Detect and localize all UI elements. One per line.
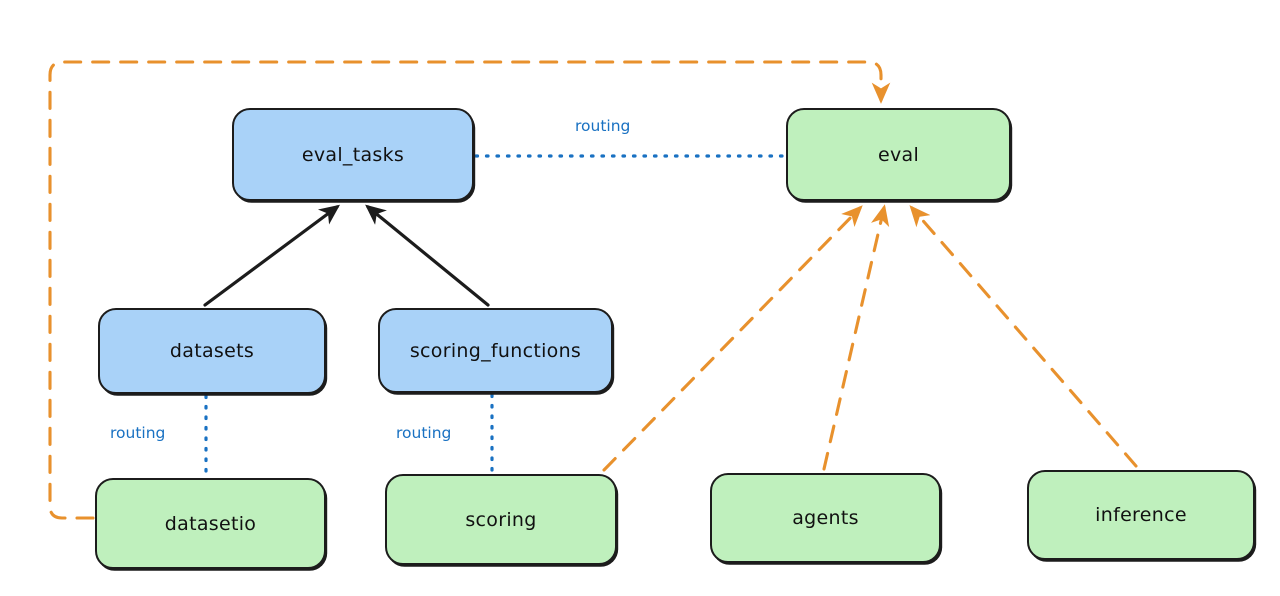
edge-scoring-to-eval: [602, 205, 863, 472]
node-datasets[interactable]: datasets: [98, 308, 326, 394]
node-scoring[interactable]: scoring: [385, 474, 617, 565]
node-label-inference: inference: [1095, 504, 1187, 526]
node-label-agents: agents: [792, 507, 859, 529]
edge-datasets-to-evaltasks: [203, 204, 340, 307]
node-label-eval-tasks: eval_tasks: [301, 143, 405, 166]
node-label-datasets: datasets: [169, 340, 255, 362]
node-inference[interactable]: inference: [1027, 470, 1255, 560]
edge-inference-to-eval: [909, 205, 1138, 468]
edge-scoringfunctions-to-evaltasks: [365, 204, 490, 307]
node-scoring-functions[interactable]: scoring_functions: [378, 308, 613, 393]
node-label-datasetio: datasetio: [164, 512, 257, 535]
node-label-scoring: scoring: [465, 508, 537, 531]
edge-label-routing-eval: routing: [575, 117, 631, 135]
edge-agents-to-eval: [822, 204, 890, 471]
node-datasetio[interactable]: datasetio: [95, 478, 326, 569]
node-agents[interactable]: agents: [710, 473, 941, 563]
node-label-scoring-functions: scoring_functions: [409, 339, 582, 362]
node-eval[interactable]: eval: [786, 108, 1011, 201]
edge-label-routing-scoring: routing: [396, 424, 452, 442]
edge-label-routing-datasetio: routing: [110, 424, 166, 442]
node-eval-tasks[interactable]: eval_tasks: [232, 108, 474, 201]
node-label-eval: eval: [877, 143, 920, 166]
